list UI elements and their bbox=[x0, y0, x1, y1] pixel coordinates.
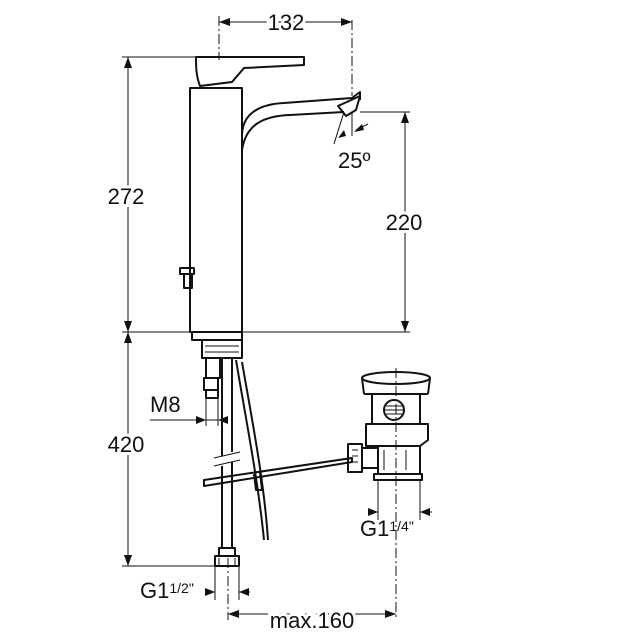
dimension-total-height: 272 bbox=[105, 56, 196, 333]
hose-length-label: 420 bbox=[108, 432, 145, 457]
dimension-thread-rod: M8 bbox=[150, 392, 228, 426]
waste-thread-label: G11/4" bbox=[360, 516, 414, 541]
dimension-waste-thread: G11/4" bbox=[360, 480, 432, 541]
hose-thread-main: G1 bbox=[140, 578, 169, 603]
dimension-spout-angle: 25º bbox=[333, 111, 371, 173]
spout-height-label: 220 bbox=[386, 210, 423, 235]
dimension-spout-height: 220 bbox=[242, 111, 425, 333]
waste-thread-frac: 1/4" bbox=[389, 518, 413, 534]
spout-reach-label: 132 bbox=[268, 10, 305, 35]
waste-thread-main: G1 bbox=[360, 516, 389, 541]
dimension-spout-reach: 132 bbox=[219, 7, 352, 38]
hose-connector bbox=[214, 547, 240, 567]
dimension-waste-distance: max.160 bbox=[228, 605, 396, 636]
centerlines bbox=[218, 16, 397, 620]
hose-thread-label: G11/2" bbox=[140, 578, 194, 603]
hose-lines bbox=[213, 358, 269, 548]
spout-angle-label: 25º bbox=[338, 148, 371, 173]
faucet-body bbox=[189, 87, 361, 333]
pop-up-rod bbox=[179, 267, 195, 289]
faucet-base bbox=[191, 331, 243, 341]
dimension-hose-length: 420 bbox=[105, 332, 215, 567]
hose-thread-frac: 1/2" bbox=[169, 580, 193, 596]
waste-side-nut bbox=[347, 443, 379, 473]
thread-rod-label: M8 bbox=[150, 392, 181, 417]
faucet-lever bbox=[195, 56, 305, 87]
total-height-label: 272 bbox=[108, 184, 145, 209]
dimension-hose-thread: G11/2" bbox=[140, 566, 250, 603]
waste-distance-label: max.160 bbox=[270, 608, 354, 633]
